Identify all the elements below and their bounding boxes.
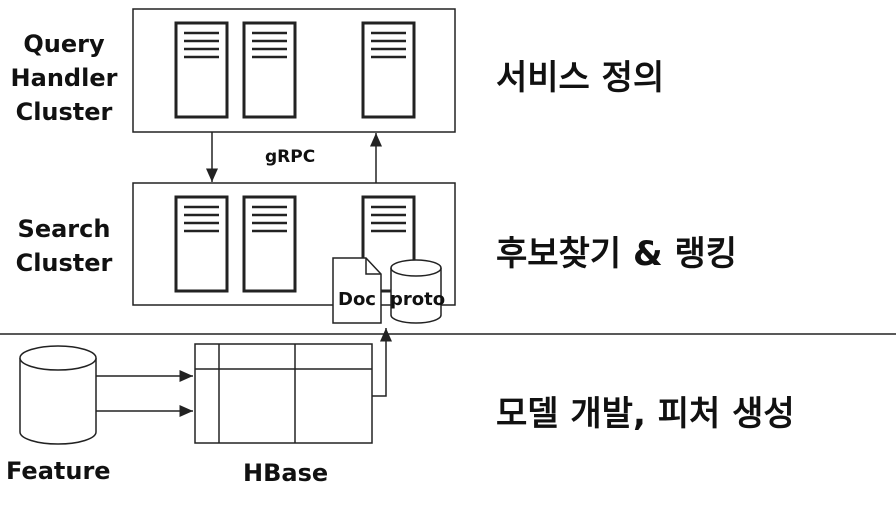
hbase-label: HBase [243, 459, 329, 487]
document-icon [332, 257, 382, 324]
search-server-icon [242, 195, 297, 293]
service-definition-title: 서비스 정의 [496, 58, 665, 98]
proto-label: proto [390, 289, 446, 310]
doc-label: Doc [338, 289, 376, 310]
query-handler-cluster-label: Query Handler Cluster [10, 30, 118, 126]
grpc-label: gRPC [265, 147, 316, 167]
query-server-icon [174, 21, 229, 119]
search-server-icon [174, 195, 229, 293]
modeling-feature-title: 모델 개발, 피처 생성 [496, 394, 795, 434]
query-server-icon [361, 21, 416, 119]
hbase-table-icon [194, 343, 373, 444]
feature-database-icon [19, 345, 97, 445]
proto-database-icon [390, 259, 442, 324]
candidate-ranking-title: 후보찾기 & 랭킹 [496, 234, 738, 274]
hbase-to-proto-arrow [372, 328, 392, 397]
query-server-icon [242, 21, 297, 119]
search-cluster-label: Search Cluster [15, 215, 113, 277]
feature-label: Feature [6, 457, 111, 485]
